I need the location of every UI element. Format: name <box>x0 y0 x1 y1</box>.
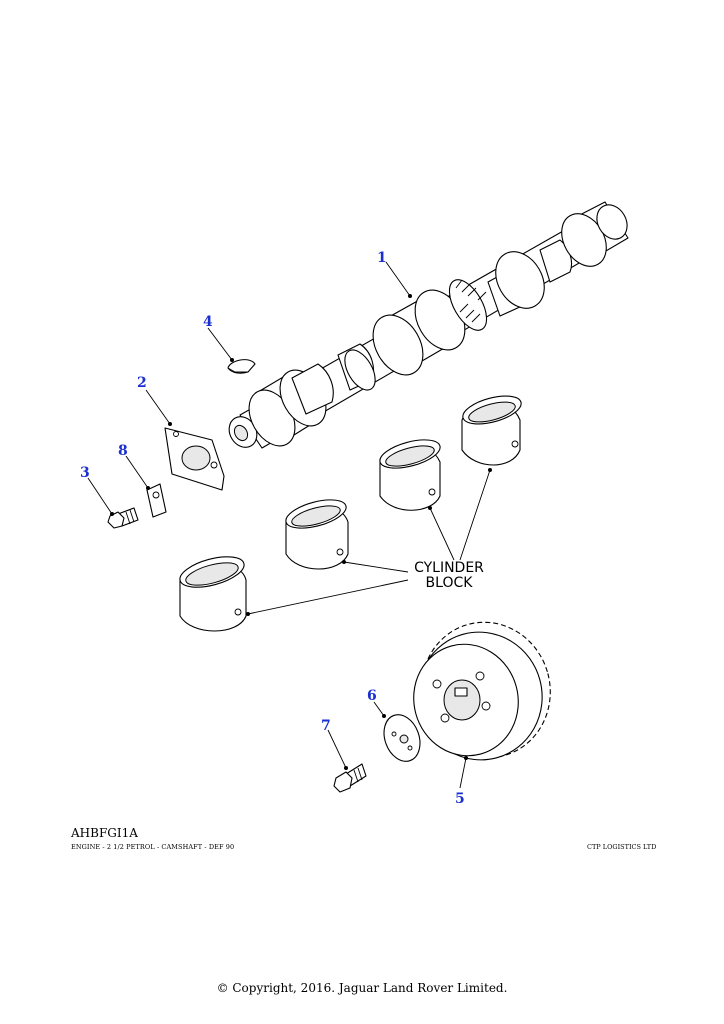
leader-lines <box>87 261 492 789</box>
camshaft-bearing-1 <box>461 395 522 466</box>
callout-8: 8 <box>118 443 128 459</box>
diagram-description: ENGINE - 2 1/2 PETROL - CAMSHAFT - DEF 9… <box>71 843 235 851</box>
camshaft-bearing-2 <box>379 439 441 511</box>
thrust-plate-bolt <box>107 507 139 529</box>
callout-1: 1 <box>377 250 387 266</box>
callout-labels: 1 2 3 4 5 6 7 8 <box>80 250 465 807</box>
camshaft <box>228 201 629 449</box>
thrust-plate <box>164 427 225 491</box>
sprocket-bolt <box>333 763 367 793</box>
copyright-notice: © Copyright, 2016. Jaguar Land Rover Lim… <box>216 981 508 995</box>
camshaft-sprocket <box>413 621 551 761</box>
camshaft-bearing-3 <box>285 499 349 570</box>
lock-tab <box>146 483 167 518</box>
publisher-name: CTP LOGISTICS LTD <box>587 843 657 851</box>
annotation-block: BLOCK <box>426 575 474 591</box>
diagram-code: AHBFGI1A <box>71 826 138 840</box>
camshaft-bearing-4 <box>179 556 247 632</box>
callout-5: 5 <box>455 791 465 807</box>
skew-gear <box>448 279 488 331</box>
callout-3: 3 <box>80 465 90 481</box>
sprocket-washer <box>383 714 421 762</box>
callout-4: 4 <box>203 314 213 330</box>
callout-7: 7 <box>321 718 331 734</box>
annotation-cylinder: CYLINDER <box>414 560 484 576</box>
callout-2: 2 <box>137 375 147 391</box>
callout-6: 6 <box>367 688 377 704</box>
woodruff-key <box>227 359 256 374</box>
